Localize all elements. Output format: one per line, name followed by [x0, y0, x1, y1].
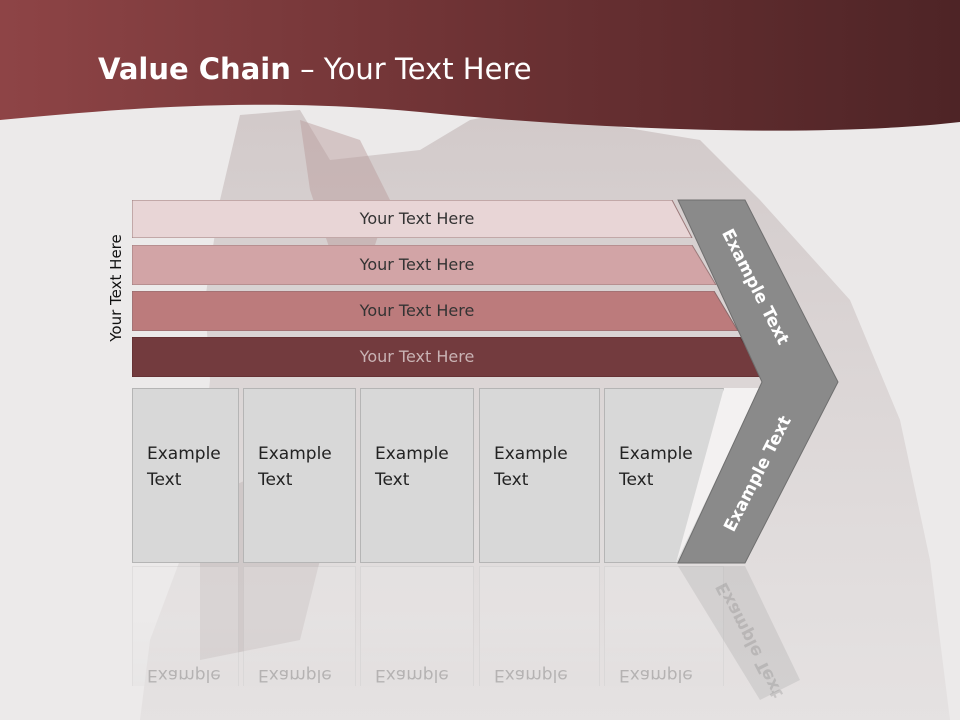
bar-1-label: Your Text Here — [359, 209, 475, 228]
header-band — [0, 0, 960, 131]
bar-4-label: Your Text Here — [359, 347, 475, 366]
slide-title: Value Chain – Your Text Here — [98, 52, 532, 86]
bar-2-label: Your Text Here — [359, 255, 475, 274]
bar-3-label: Your Text Here — [359, 301, 475, 320]
